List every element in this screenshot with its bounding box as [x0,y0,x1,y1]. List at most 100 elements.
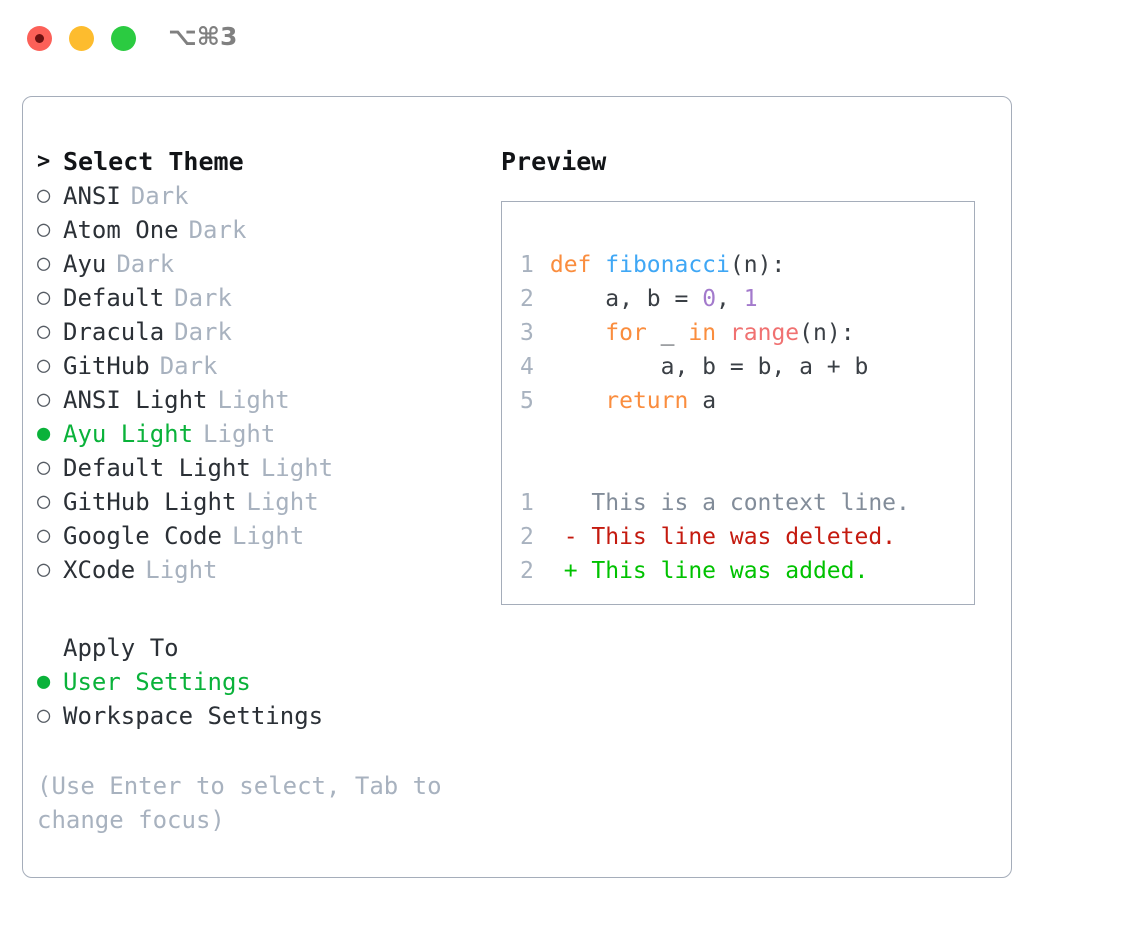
code-token-punc [550,320,605,346]
code-token-punc: (n): [729,252,786,278]
code-token-punc [716,320,730,346]
radio-unselected-icon: ○ [37,557,51,582]
radio-selected-icon: ● [37,421,51,446]
preview-column: Preview 1 def fibonacci(n):2 a, b = 0, 1… [501,145,1001,605]
apply-to-option-label: User Settings [63,668,251,696]
diff-line-text: This is a context line. [536,490,910,516]
code-token-punc [550,388,605,414]
code-token-punc: , [716,286,744,312]
theme-option-label: XCode [63,556,136,584]
code-token-bi: range [729,320,800,346]
radio-unselected-icon: ○ [37,285,51,310]
window-controls [27,26,136,51]
diff-sample: 1 This is a context line.2 - This line w… [520,486,974,588]
theme-option-label: Default Light [63,454,251,482]
code-line: 3 for _ in range(n): [520,316,974,350]
code-token-punc: (n): [799,320,855,346]
radio-unselected-icon: ○ [37,455,51,480]
theme-option-kind: Dark [174,284,232,312]
code-diff-spacer [520,418,974,452]
code-token-punc: a, b = [549,286,703,312]
theme-option-label: GitHub Light [63,488,237,516]
code-token-kw: for [605,320,647,346]
diff-line-ctx: 1 This is a context line. [520,486,974,520]
line-number: 2 [520,558,534,584]
theme-option-kind: Dark [174,318,232,346]
code-token-num: 0 [702,286,717,312]
theme-option-kind: Light [145,556,218,584]
theme-option-label: ANSI [63,182,121,210]
theme-option-kind: Light [217,386,290,414]
theme-option-ansi[interactable]: ○ ANSI Dark [37,179,492,213]
code-line: 5 return a [520,384,974,418]
radio-unselected-icon: ○ [37,183,51,208]
theme-option-kind: Light [246,488,319,516]
diff-line-text: - This line was deleted. [536,524,897,550]
theme-option-default[interactable]: ○ Default Dark [37,281,492,315]
line-number: 5 [520,388,534,414]
radio-unselected-icon: ○ [37,319,51,344]
theme-option-ayu-light[interactable]: ● Ayu Light Light [37,417,492,451]
theme-option-kind: Dark [130,182,189,210]
line-number: 3 [520,320,534,346]
apply-to-option-workspace-settings[interactable]: ○ Workspace Settings [37,699,492,733]
maximize-button[interactable] [111,26,136,51]
line-number: 2 [520,286,534,312]
radio-unselected-icon: ○ [37,353,51,378]
radio-unselected-icon: ○ [37,251,51,276]
code-token-num: 1 [743,286,758,312]
diff-line-add: 2 + This line was added. [520,554,974,588]
diff-line-text: + This line was added. [536,558,869,584]
code-token-kw: def [549,252,606,278]
theme-option-kind: Light [260,454,334,482]
radio-unselected-icon: ○ [37,489,51,514]
select-theme-header: > Select Theme [37,145,492,179]
theme-option-label: Ayu Light [63,420,194,448]
apply-to-title: Apply To [63,634,179,662]
theme-option-github[interactable]: ○ GitHub Dark [37,349,492,383]
radio-unselected-icon: ○ [37,217,51,242]
theme-option-label: GitHub [63,352,150,380]
theme-option-label: Default [63,284,165,312]
apply-to-option-label: Workspace Settings [63,702,324,730]
theme-option-label: ANSI Light [63,386,208,414]
theme-option-kind: Dark [159,352,218,380]
theme-option-kind: Light [203,420,276,448]
code-token-fn: fibonacci [605,252,730,278]
theme-option-label: Ayu [63,250,107,278]
theme-option-label: Google Code [63,522,222,550]
code-line: 1 def fibonacci(n): [520,248,974,282]
diff-line-del: 2 - This line was deleted. [520,520,974,554]
code-token-punc: _ [646,320,689,346]
line-number: 4 [520,354,534,380]
apply-to-header: Apply To [37,631,492,665]
radio-unselected-icon: ○ [37,703,51,728]
code-line: 2 a, b = 0, 1 [520,282,974,316]
theme-option-ayu[interactable]: ○ Ayu Dark [37,247,492,281]
radio-selected-icon: ● [37,669,51,694]
theme-option-xcode[interactable]: ○ XCode Light [37,553,492,587]
theme-option-kind: Dark [116,250,175,278]
line-number: 2 [520,524,534,550]
apply-to-options: ● User Settings ○ Workspace Settings [37,665,492,733]
theme-option-label: Atom One [63,216,179,244]
theme-option-default-light[interactable]: ○ Default Light Light [37,451,492,485]
close-button[interactable] [27,26,52,51]
theme-option-github-light[interactable]: ○ GitHub Light Light [37,485,492,519]
minimize-button[interactable] [69,26,94,51]
code-token-punc: a, b = b, a + b [549,354,869,380]
apply-to-option-user-settings[interactable]: ● User Settings [37,665,492,699]
section-spacer [37,587,492,631]
prompt-caret-icon: > [37,149,51,174]
keyboard-shortcut-label: ⌥⌘3 [168,22,238,51]
